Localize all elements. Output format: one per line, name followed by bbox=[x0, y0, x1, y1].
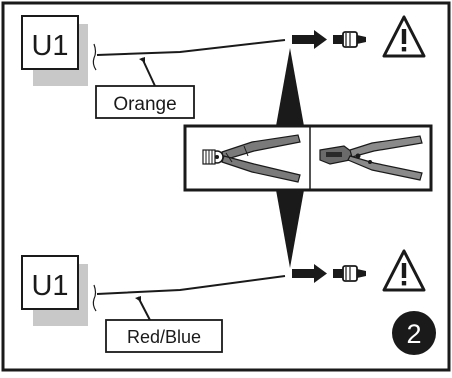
crimping-tool-icon bbox=[319, 135, 423, 181]
spike-down bbox=[276, 190, 304, 268]
wire-bottom bbox=[96, 275, 286, 295]
spike-up bbox=[276, 48, 304, 126]
bottom-wire-row: U1 Red/Blue 2 bbox=[21, 249, 436, 355]
arrow-shaft-bottom bbox=[292, 269, 316, 278]
crimp-connector-icon bbox=[333, 265, 366, 282]
tools-section bbox=[183, 48, 433, 268]
wire-stripper-tool-icon bbox=[202, 134, 301, 183]
arrow-shaft-top bbox=[292, 35, 316, 44]
warning-triangle-icon bbox=[382, 15, 426, 58]
unit-box-top bbox=[21, 15, 79, 70]
wire-color-label-bottom: Red/Blue bbox=[127, 327, 201, 347]
wire-top bbox=[96, 39, 286, 56]
wire-end-curl-bottom bbox=[92, 284, 97, 312]
warning-triangle-icon bbox=[382, 249, 426, 292]
wire-color-label-top: Orange bbox=[113, 94, 176, 115]
arrow-head-top bbox=[314, 30, 327, 49]
step-number: 2 bbox=[406, 319, 421, 349]
wire-end-curl-top bbox=[92, 43, 97, 71]
leader-tip-top bbox=[139, 57, 145, 63]
unit-box-bottom bbox=[21, 255, 79, 310]
unit-label-top: U1 bbox=[31, 30, 68, 62]
arrow-head-bottom bbox=[314, 264, 327, 283]
wire-label-box-bottom bbox=[105, 319, 223, 353]
wire-label-box-top bbox=[95, 85, 195, 119]
tool-panel bbox=[183, 124, 433, 192]
crimp-connector-icon bbox=[333, 31, 366, 48]
leader-tip-bottom bbox=[135, 296, 141, 302]
label-leader-top bbox=[141, 57, 156, 87]
outer-frame bbox=[1, 1, 451, 372]
unit-label-bottom: U1 bbox=[31, 270, 68, 302]
top-wire-row: U1 Orange bbox=[21, 15, 426, 119]
step-number-badge bbox=[392, 311, 436, 355]
